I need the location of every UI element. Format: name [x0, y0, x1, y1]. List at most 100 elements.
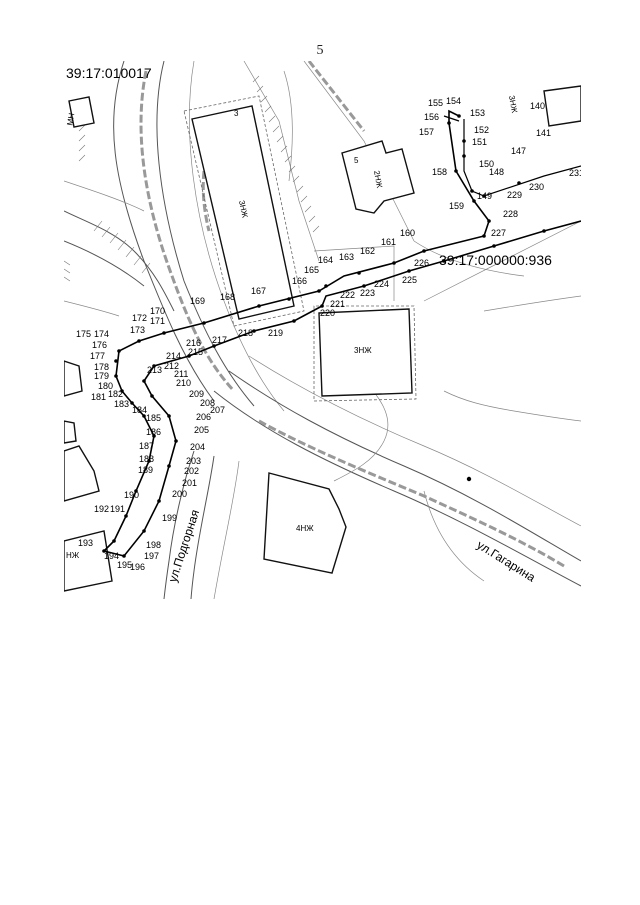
svg-text:217: 217 — [212, 335, 227, 345]
svg-text:194: 194 — [104, 551, 119, 561]
svg-text:195: 195 — [117, 560, 132, 570]
svg-text:216: 216 — [186, 338, 201, 348]
buildings — [64, 85, 581, 592]
svg-text:218: 218 — [238, 328, 253, 338]
svg-text:214: 214 — [166, 351, 181, 361]
svg-text:230: 230 — [529, 182, 544, 192]
svg-text:177: 177 — [90, 351, 105, 361]
building-w2 — [64, 360, 83, 397]
cadastral-parcel: 39:17:000000:936 — [439, 252, 552, 268]
building-ne — [543, 85, 581, 127]
cadastral-quarter: 39:17:010017 — [66, 65, 152, 81]
svg-text:157: 157 — [419, 127, 434, 137]
map-svg: 3 3НЖ 5 2НЖ 3НЖ 4НЖ 3НЖ МН НЖ 39:17:0100… — [64, 61, 581, 599]
svg-text:208: 208 — [200, 398, 215, 408]
svg-text:173: 173 — [130, 325, 145, 335]
svg-text:184: 184 — [132, 405, 147, 415]
svg-text:225: 225 — [402, 275, 417, 285]
svg-text:220: 220 — [320, 308, 335, 318]
svg-text:174: 174 — [94, 329, 109, 339]
svg-text:179: 179 — [94, 371, 109, 381]
building-3 — [191, 105, 295, 320]
svg-text:224: 224 — [374, 279, 389, 289]
svg-text:189: 189 — [138, 465, 153, 475]
svg-text:168: 168 — [220, 292, 235, 302]
svg-text:191: 191 — [110, 504, 125, 514]
svg-text:159: 159 — [449, 201, 464, 211]
svg-text:147: 147 — [511, 146, 526, 156]
svg-text:151: 151 — [472, 137, 487, 147]
b-sw-label: НЖ — [66, 551, 80, 560]
svg-text:197: 197 — [144, 551, 159, 561]
svg-text:154: 154 — [446, 96, 461, 106]
svg-text:153: 153 — [470, 108, 485, 118]
svg-text:188: 188 — [139, 454, 154, 464]
svg-text:229: 229 — [507, 190, 522, 200]
svg-text:192: 192 — [94, 504, 109, 514]
building-5 — [341, 140, 415, 214]
b5-label: 2НЖ — [372, 170, 384, 190]
svg-text:161: 161 — [381, 237, 396, 247]
svg-text:141: 141 — [536, 128, 551, 138]
curb-lines — [139, 61, 565, 568]
svg-text:158: 158 — [432, 167, 447, 177]
boundary-points — [102, 114, 546, 558]
svg-text:202: 202 — [184, 466, 199, 476]
svg-text:227: 227 — [491, 228, 506, 238]
svg-text:183: 183 — [114, 399, 129, 409]
cadastral-map: 3 3НЖ 5 2НЖ 3НЖ 4НЖ 3НЖ МН НЖ 39:17:0100… — [64, 61, 581, 599]
svg-text:213: 213 — [147, 365, 162, 375]
b-center-label: 3НЖ — [354, 346, 372, 355]
svg-text:140: 140 — [530, 101, 545, 111]
building-sw — [64, 530, 113, 592]
svg-text:187: 187 — [139, 441, 154, 451]
svg-text:211: 211 — [174, 369, 188, 379]
svg-text:201: 201 — [182, 478, 197, 488]
svg-text:219: 219 — [268, 328, 283, 338]
svg-text:186: 186 — [146, 427, 161, 437]
svg-text:221: 221 — [330, 299, 345, 309]
svg-text:223: 223 — [360, 288, 375, 298]
svg-text:226: 226 — [414, 258, 429, 268]
svg-text:167: 167 — [251, 286, 266, 296]
svg-text:193: 193 — [78, 538, 93, 548]
svg-text:200: 200 — [172, 489, 187, 499]
b3-num: 3 — [234, 109, 239, 118]
svg-text:164: 164 — [318, 255, 333, 265]
svg-text:215: 215 — [188, 347, 203, 357]
svg-text:180: 180 — [98, 381, 113, 391]
svg-text:212: 212 — [164, 361, 179, 371]
svg-text:231: 231 — [569, 168, 581, 178]
svg-text:199: 199 — [162, 513, 177, 523]
svg-text:150: 150 — [479, 159, 494, 169]
building-labels: 3 3НЖ 5 2НЖ 3НЖ 4НЖ 3НЖ МН НЖ — [65, 95, 519, 560]
building-w3 — [64, 420, 77, 444]
svg-text:163: 163 — [339, 252, 354, 262]
building-center — [318, 308, 413, 397]
building-nw — [68, 96, 95, 128]
svg-text:155: 155 — [428, 98, 443, 108]
svg-text:178: 178 — [94, 362, 109, 372]
svg-text:228: 228 — [503, 209, 518, 219]
svg-text:181: 181 — [91, 392, 106, 402]
svg-text:182: 182 — [108, 389, 123, 399]
svg-text:156: 156 — [424, 112, 439, 122]
svg-text:165: 165 — [304, 265, 319, 275]
svg-text:198: 198 — [146, 540, 161, 550]
svg-text:185: 185 — [146, 413, 161, 423]
svg-text:209: 209 — [189, 389, 204, 399]
svg-text:162: 162 — [360, 246, 375, 256]
svg-text:172: 172 — [132, 313, 147, 323]
svg-text:149: 149 — [477, 191, 492, 201]
b5-num: 5 — [354, 156, 359, 165]
b-ne-label: 3НЖ — [507, 95, 519, 115]
svg-text:205: 205 — [194, 425, 209, 435]
b-nw-label: МН — [65, 112, 76, 126]
svg-text:171: 171 — [150, 316, 165, 326]
svg-text:176: 176 — [92, 340, 107, 350]
page-number: 5 — [316, 43, 324, 58]
b3-label: 3НЖ — [237, 200, 250, 220]
svg-text:160: 160 — [400, 228, 415, 238]
svg-text:152: 152 — [474, 125, 489, 135]
svg-text:222: 222 — [340, 290, 355, 300]
